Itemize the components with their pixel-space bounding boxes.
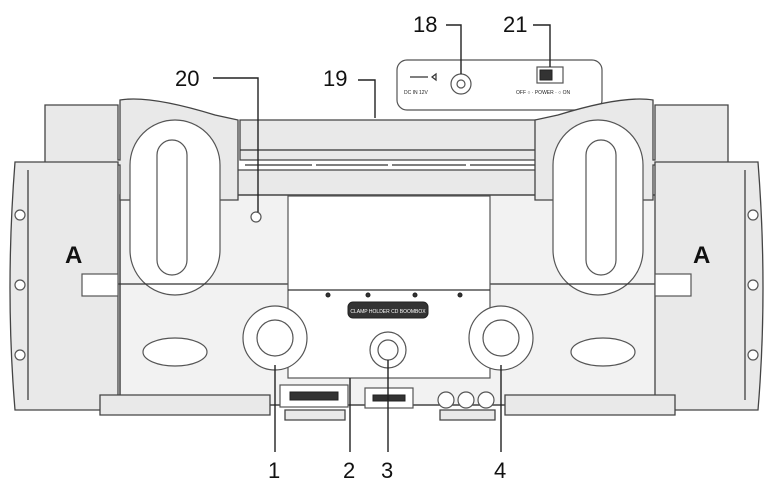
leader-20: [213, 77, 259, 212]
left-lower-vent: [142, 337, 208, 367]
left-grille-slot: [156, 139, 188, 276]
brand-logo-text: CLAMP HOLDER CD BOOMBOX: [350, 309, 426, 315]
power-switch-label: OFF ○ · POWER · ○ ON: [516, 90, 570, 96]
rear-panel-inset: DC IN 12V OFF ○ · POWER · ○ ON: [396, 59, 603, 111]
dc-in-jack-center: [456, 79, 466, 89]
right-clamp-lock: [654, 273, 692, 297]
callout-19: 19: [323, 66, 347, 91]
callout-3: 3: [381, 458, 393, 483]
right-side-label: A: [693, 242, 710, 269]
right-lower-vent: [570, 337, 636, 367]
callout-18: 18: [413, 12, 437, 37]
right-foot: [504, 394, 676, 416]
right-knob: [482, 319, 520, 357]
boombox-housing: CLAMP HOLDER CD BOOMBOX: [9, 98, 764, 421]
round-button-1: [437, 391, 455, 409]
callout-21: 21: [503, 12, 527, 37]
right-side-clamp: [654, 161, 764, 411]
leader-19: [358, 79, 376, 118]
led-indicator: [250, 211, 262, 223]
top-shelf: [224, 169, 556, 199]
brand-logo: [347, 301, 429, 319]
center-knob: [377, 339, 399, 361]
carry-handle: [239, 119, 556, 161]
leader-21: [533, 24, 551, 67]
dc-in-label: DC IN 12V: [404, 90, 429, 96]
dc-polarity-icon: [410, 72, 437, 82]
round-button-2: [457, 391, 475, 409]
left-side-label: A: [65, 242, 82, 269]
callout-1: 1: [268, 458, 280, 483]
leader-lines: [213, 24, 551, 452]
button-strip-left-bar: [289, 391, 339, 401]
left-knob: [256, 319, 294, 357]
button-strip-center-bar: [372, 394, 406, 402]
round-button-3: [477, 391, 495, 409]
right-grille-slot: [585, 139, 617, 276]
left-foot: [99, 394, 271, 416]
callout-4: 4: [494, 458, 506, 483]
inset-panel-frame: [396, 59, 603, 111]
callout-2: 2: [343, 458, 355, 483]
power-switch-knob: [539, 69, 553, 81]
left-clamp-lock: [81, 273, 119, 297]
callout-20: 20: [175, 66, 199, 91]
leader-18: [446, 24, 462, 74]
left-side-clamp: [9, 161, 119, 411]
